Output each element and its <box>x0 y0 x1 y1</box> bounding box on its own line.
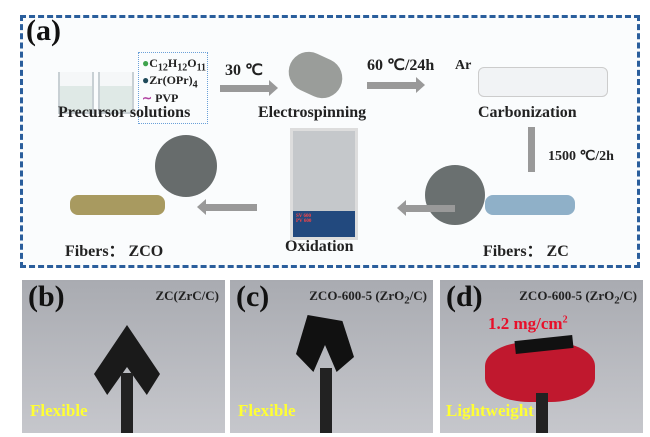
zco-sample <box>296 315 354 372</box>
arrow-down-icon <box>528 127 535 172</box>
tube-furnace-icon <box>478 67 608 97</box>
legend-item-sucrose: ●C12H12O11 <box>142 56 207 74</box>
panel-b-photo: (b) ZC(ZrC/C) Flexible <box>22 280 225 433</box>
arrow-icon <box>367 77 425 93</box>
panel-c-caption: Flexible <box>238 401 296 420</box>
legend-item-pvp: ∼ PVP <box>142 90 179 105</box>
step-carbonization: Carbonization <box>478 104 577 121</box>
legend-item-zr: ●Zr(OPr)4 <box>142 73 198 91</box>
panel-c-label: (c) <box>236 280 270 313</box>
step-fibers-zc: Fibers： ZC <box>483 243 569 260</box>
precursor-legend: ●C12H12O11 ●Zr(OPr)4 ∼ PVP <box>138 52 208 124</box>
flower-image <box>485 342 595 402</box>
panel-c-photo: (c) ZCO-600-5 (ZrO2/C) Flexible <box>230 280 433 433</box>
step-precursor: Precursor solutions <box>58 104 191 121</box>
arrow-icon <box>220 80 278 96</box>
panel-b-caption: Flexible <box>30 401 88 420</box>
panel-b-title: ZC(ZrC/C) <box>155 288 219 303</box>
step-fibers-zco: Fibers： ZCO <box>65 243 164 260</box>
zc-fiber-image <box>485 195 575 215</box>
beaker-icon <box>98 72 134 114</box>
step-oxidation: Oxidation <box>285 238 354 255</box>
condition-1500c: 1500 ℃/2h <box>548 149 614 164</box>
sem-zoom-zco <box>155 135 217 197</box>
zco-fiber-image <box>70 195 165 215</box>
panel-b-label: (b) <box>28 280 65 313</box>
areal-density: 1.2 mg/cm2 <box>488 314 568 333</box>
holder-rod <box>320 368 332 433</box>
condition-30c: 30 ℃ <box>225 62 263 79</box>
panel-d-title: ZCO-600-5 (ZrO2/C) <box>519 288 637 307</box>
panel-a-label: (a) <box>26 14 61 47</box>
panel-d-caption: Lightweight <box>446 401 534 420</box>
panel-d-label: (d) <box>446 280 483 313</box>
step-electrospinning: Electrospinning <box>258 104 367 121</box>
panel-c-title: ZCO-600-5 (ZrO2/C) <box>309 288 427 307</box>
condition-ar: Ar <box>455 58 472 73</box>
arrow-left-icon <box>397 200 455 216</box>
sem-zoom-zc <box>425 165 485 225</box>
condition-60c: 60 ℃/24h <box>367 57 435 74</box>
holder-rod <box>536 393 548 433</box>
arrow-left-icon <box>197 199 257 215</box>
panel-d-photo: (d) ZCO-600-5 (ZrO2/C) 1.2 mg/cm2 Lightw… <box>440 280 643 433</box>
holder-rod <box>121 373 133 433</box>
beaker-icon <box>58 72 94 114</box>
